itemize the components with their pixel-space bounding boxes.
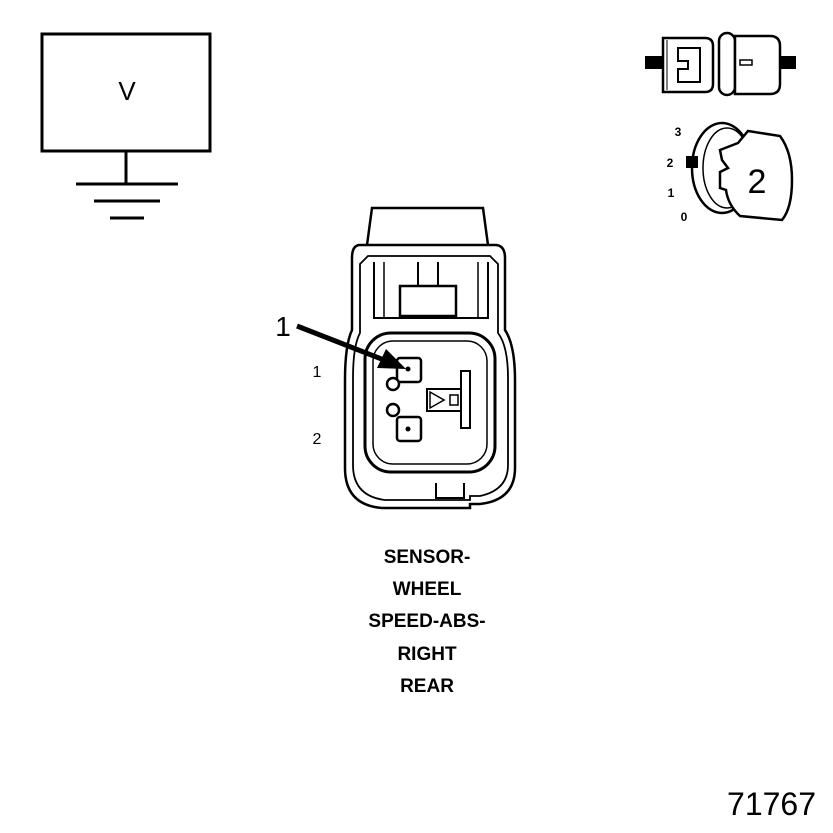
caption-line-5: REAR [400, 676, 454, 697]
voltmeter-symbol: V [118, 76, 136, 106]
key-label: 2 [748, 163, 767, 201]
pin-label-1: 1 [313, 364, 322, 381]
voltmeter-ground-symbol: V [40, 32, 212, 220]
callout-arrow [296, 323, 406, 369]
connector-face: 1 1 2 [275, 206, 517, 510]
key-position-3: 3 [675, 125, 682, 139]
key-position-2: 2 [667, 156, 674, 170]
terminal-pin-2 [385, 402, 423, 443]
figure-id: 71767 [727, 786, 816, 822]
connector-caption: SENSOR- WHEEL SPEED-ABS- RIGHT REAR [368, 547, 485, 697]
disconnect-connector-icon [645, 31, 796, 97]
center-lock-feature [426, 370, 471, 429]
callout-number: 1 [275, 311, 291, 342]
terminal-pin-1 [385, 356, 423, 392]
ignition-key-icon: 3 2 1 0 2 [667, 121, 794, 224]
key-position-0: 0 [681, 210, 688, 224]
caption-line-2: WHEEL [393, 579, 462, 600]
key-position-1: 1 [668, 186, 675, 200]
pin-label-2: 2 [313, 431, 322, 448]
voltmeter-box [40, 32, 212, 153]
caption-line-4: RIGHT [397, 644, 457, 665]
caption-line-3: SPEED-ABS- [368, 611, 485, 632]
caption-line-1: SENSOR- [384, 547, 471, 568]
